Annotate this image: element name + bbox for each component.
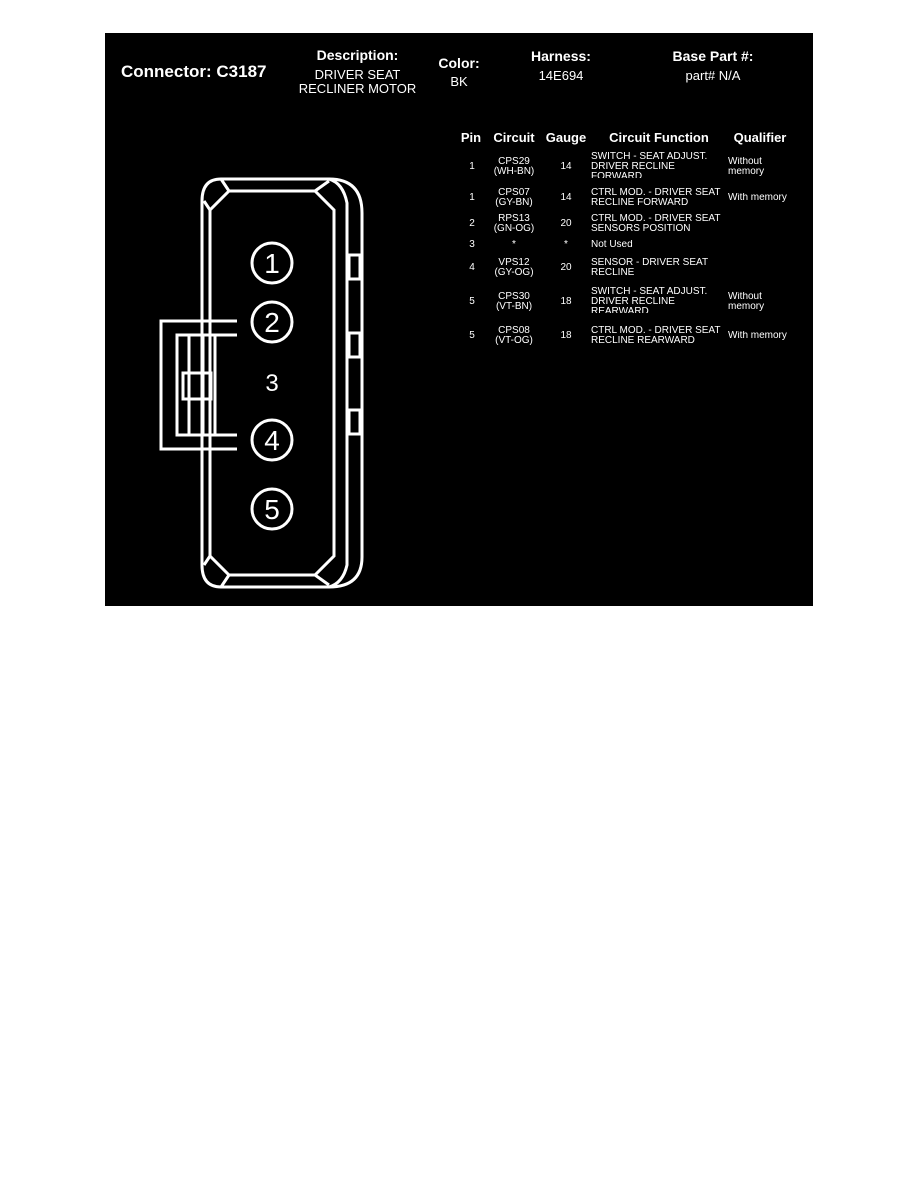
column-header-pin: Pin xyxy=(460,130,482,145)
cell-pin: 3 xyxy=(469,240,475,250)
column-header-circuit: Circuit xyxy=(493,130,535,145)
column-header-gauge: Gauge xyxy=(545,130,587,145)
color-value: BK xyxy=(450,74,468,89)
column-header-qualifier: Qualifier xyxy=(733,130,787,145)
cell-gauge: 20 xyxy=(560,263,572,273)
description-label: Description: xyxy=(316,47,399,63)
pin-number: 3 xyxy=(265,370,278,397)
cell-pin: 5 xyxy=(469,297,475,307)
color-block: Color: BK xyxy=(429,55,489,89)
cell-circuit: RPS13(GN-OG) xyxy=(493,214,535,234)
pin-number: 2 xyxy=(264,307,280,338)
cell-pin: 2 xyxy=(469,219,475,229)
connector-panel: Connector: C3187 Description: DRIVER SEA… xyxy=(105,33,813,606)
cell-circuit: CPS30(VT-BN) xyxy=(495,292,533,312)
cell-circuit: CPS08(VT-OG) xyxy=(495,326,533,346)
connector-face-drawing: 1 2 3 4 5 xyxy=(159,177,364,589)
cell-qualifier: With memory xyxy=(728,331,787,341)
cell-gauge: 14 xyxy=(560,193,572,203)
cell-pin: 4 xyxy=(469,263,475,273)
connector-title: Connector: C3187 xyxy=(121,62,267,81)
color-label: Color: xyxy=(438,55,480,71)
harness-block: Harness: 14E694 xyxy=(510,48,612,83)
cell-gauge: 18 xyxy=(560,331,572,341)
cell-circuit: * xyxy=(512,240,516,250)
base-part-block: Base Part #: part# N/A xyxy=(653,48,773,83)
column-header-circuit-function: Circuit Function xyxy=(609,130,709,145)
cell-gauge: 14 xyxy=(560,162,572,172)
base-part-value: part# N/A xyxy=(685,68,741,83)
harness-value: 14E694 xyxy=(538,68,584,83)
base-part-label: Base Part #: xyxy=(672,48,754,64)
cell-gauge: * xyxy=(564,240,568,250)
cell-pin: 1 xyxy=(469,193,475,203)
harness-label: Harness: xyxy=(531,48,591,64)
pin-number: 4 xyxy=(264,425,280,456)
cell-pin: 5 xyxy=(469,331,475,341)
cell-circuit: CPS29(WH-BN) xyxy=(493,157,535,177)
cell-circuit: CPS07(GY-BN) xyxy=(495,188,533,208)
cell-pin: 1 xyxy=(469,162,475,172)
cell-gauge: 18 xyxy=(560,297,572,307)
cell-function: Not Used xyxy=(591,240,633,250)
description-value: DRIVER SEAT RECLINER MOTOR xyxy=(298,67,417,96)
cell-circuit: VPS12(GY-OG) xyxy=(494,258,534,278)
cell-gauge: 20 xyxy=(560,219,572,229)
pin-number: 5 xyxy=(264,494,280,525)
cell-qualifier: With memory xyxy=(728,193,787,203)
pin-number: 1 xyxy=(264,248,280,279)
description-block: Description: DRIVER SEAT RECLINER MOTOR xyxy=(285,47,430,96)
